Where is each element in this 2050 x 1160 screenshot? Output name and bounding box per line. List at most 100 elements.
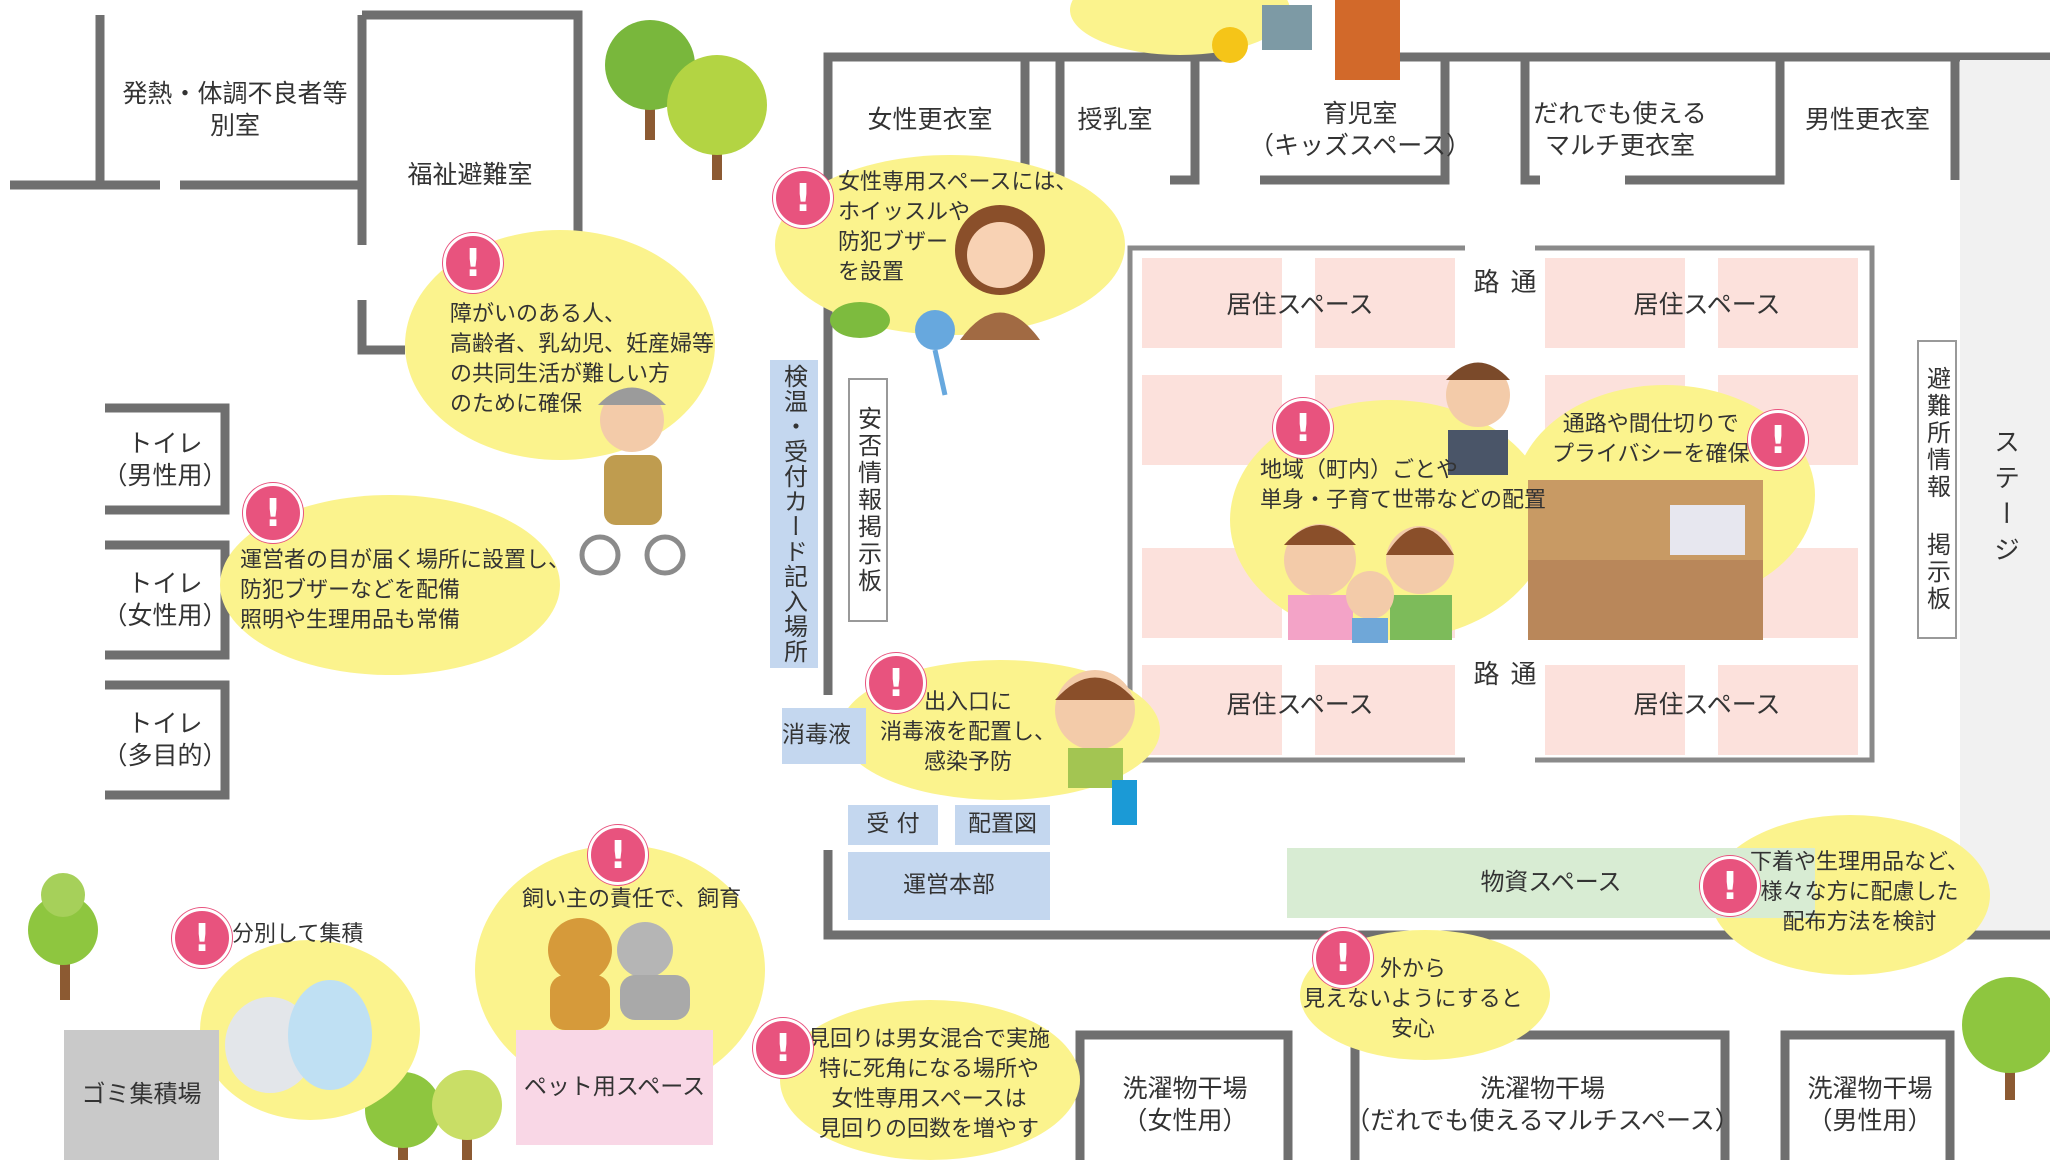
parent-with-baby-icon [1335, 0, 1400, 80]
garbage-collection: ゴミ集積場 [64, 1030, 219, 1160]
main-hall-walls [823, 52, 2050, 940]
note-line: 女性専用スペースは [831, 1086, 1027, 1112]
note-garbage: 分別して集積 [232, 920, 363, 950]
alert-icon: ! [588, 825, 648, 885]
operations-hq: 運営本部 [848, 852, 1050, 920]
toilet-men: トイレ （男性用） [103, 420, 228, 500]
note-welfare: 障がいのある人、 高齢者、乳幼児、妊産婦等 の共同生活が難しい方 のために確保 [450, 300, 714, 420]
laundry-walls [1075, 1030, 1955, 1160]
note-line: 特に死角になる場所や [819, 1056, 1040, 1082]
room-label: （男性用） [102, 461, 228, 490]
checkin-area: 検温・受付カード記入場所 [770, 360, 818, 668]
room-label: 洗濯物干場 [1122, 1073, 1248, 1103]
note-entrance: 出入口に 消毒液を配置し、 感染予防 [880, 688, 1056, 778]
laundry-multi: 洗濯物干場 （だれでも使えるマルチスペース） [1345, 1065, 1740, 1145]
note-line: 見回りは男女混合で実施 [808, 1027, 1051, 1052]
alert-icon: ! [866, 653, 926, 713]
toilet-women: トイレ （女性用） [103, 560, 228, 640]
note-line: 防犯ブザー [838, 229, 949, 255]
note-line: プライバシーを確保 [1552, 441, 1750, 467]
room-label: （だれでも使えるマルチスペース） [1345, 1106, 1740, 1135]
note-supplies: 下着や生理用品など、 様々な方に配慮した 配布方法を検討 [1750, 848, 1969, 938]
room-label: （多目的） [102, 741, 228, 770]
note-line: ホイッスルや [838, 199, 971, 225]
nursing-room: 授乳室 [1077, 104, 1153, 134]
alert-icon: ! [1748, 410, 1808, 470]
note-line: 女性専用スペースには、 [838, 170, 1078, 195]
tree-icon [28, 20, 2050, 1160]
room-label: 洗濯物干場 [1479, 1073, 1605, 1103]
living-space-label: 居住スペース [1633, 289, 1781, 319]
note-line: を設置 [838, 259, 905, 285]
note-line: 下着や生理用品など、 [1750, 850, 1969, 875]
room-label: 別室 [209, 111, 260, 140]
note-line: 出入口に [924, 690, 1013, 715]
note-line: 外から [1379, 957, 1446, 982]
note-line: 様々な方に配慮した [1760, 879, 1959, 905]
reception-desk: 受 付 [848, 805, 938, 845]
layout-map: 配置図 [955, 805, 1050, 845]
note-privacy: 通路や間仕切りで プライバシーを確保 [1552, 410, 1750, 470]
laundry-men: 洗濯物干場 （男性用） [1790, 1065, 1950, 1145]
living-space-label: 居住スペース [1633, 689, 1781, 719]
note-women-space: 女性専用スペースには、 ホイッスルや 防犯ブザー を設置 [838, 168, 1077, 288]
wheelchair-icon [579, 534, 621, 576]
disinfectant-station: 消毒液 [782, 708, 866, 764]
alert-icon: ! [172, 908, 232, 968]
note-line: 障がいのある人、 [450, 302, 627, 327]
note-line: 見えないようにすると [1303, 986, 1523, 1012]
note-community: 地域（町内）ごとや 単身・子育て世帯などの配置 [1260, 456, 1546, 516]
whistle-icon [830, 302, 890, 338]
alert-icon: ! [1313, 928, 1373, 988]
sanitizer-icon [1112, 780, 1137, 825]
stage-label: ステージ [1989, 428, 2020, 572]
duck-icon [1212, 27, 1248, 63]
room-label: 洗濯物干場 [1807, 1073, 1933, 1103]
alert-icon: ! [1273, 398, 1333, 458]
men-changing-room: 男性更衣室 [1804, 104, 1930, 134]
note-line: 飼い主の責任で、飼育 [522, 887, 742, 912]
aisle-label: 通路 [1469, 268, 1536, 312]
note-outside: 外から 見えないようにすると 安心 [1303, 955, 1523, 1045]
note-line: 見回りの回数を増やす [819, 1116, 1040, 1142]
note-line: 消毒液を配置し、 [880, 719, 1057, 745]
note-line: 単身・子育て世帯などの配置 [1260, 487, 1547, 513]
room-label: （女性用） [102, 601, 228, 630]
note-toilet: 運営者の目が届く場所に設置し、 防犯ブザーなどを配備 照明や生理用品も常備 [240, 546, 570, 636]
room-label: マルチ更衣室 [1544, 131, 1695, 160]
note-line: 照明や生理用品も常備 [240, 607, 461, 633]
childcare-room: 育児室 （キッズスペース） [1249, 90, 1472, 170]
fever-isolation-room: 発熱・体調不良者等 別室 [110, 70, 360, 150]
room-label: 発熱・体調不良者等 [122, 78, 348, 108]
note-line: 通路や間仕切りで [1562, 412, 1739, 437]
dog-icon [548, 918, 612, 982]
living-space-label: 居住スペース [1226, 689, 1374, 719]
note-line: 防犯ブザーなどを配備 [240, 577, 461, 603]
room-label: 育児室 [1322, 98, 1398, 128]
welfare-room: 福祉避難室 [407, 159, 533, 189]
buzzer-icon [915, 310, 955, 350]
living-space-label: 居住スペース [1226, 289, 1374, 319]
note-line: 配布方法を検討 [1782, 909, 1937, 935]
aisle-label: 通路 [1469, 660, 1536, 704]
note-patrol: 見回りは男女混合で実施 特に死角になる場所や 女性専用スペースは 見回りの回数を… [808, 1025, 1050, 1145]
room-label: トイレ [127, 568, 203, 598]
multi-changing-room: だれでも使える マルチ更衣室 [1530, 90, 1710, 170]
note-line: 感染予防 [924, 749, 1013, 775]
alert-icon: ! [243, 483, 303, 543]
note-line: 高齢者、乳幼児、妊産婦等 [450, 331, 715, 357]
alert-icon: ! [443, 233, 503, 293]
room-label: トイレ [127, 428, 203, 458]
alert-icon: ! [773, 168, 833, 228]
alert-icon: ! [753, 1018, 813, 1078]
pet-space: ペット用スペース [516, 1030, 713, 1145]
note-line: の共同生活が難しい方 [450, 361, 671, 387]
laundry-women: 洗濯物干場 （女性用） [1090, 1065, 1280, 1145]
alert-icon: ! [1700, 856, 1760, 916]
toilet-multipurpose: トイレ （多目的） [103, 700, 228, 780]
illustrations [225, 0, 1763, 1093]
room-label: （キッズスペース） [1249, 131, 1472, 160]
women-changing-room: 女性更衣室 [867, 104, 993, 134]
